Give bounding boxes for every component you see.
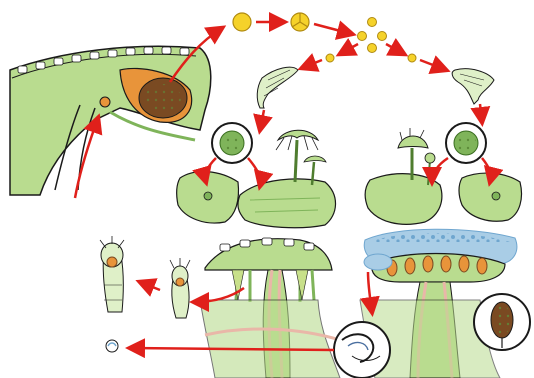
arrow-gemma-left-right — [248, 158, 261, 186]
free-spores — [358, 18, 387, 53]
gemma-cup-left — [212, 123, 252, 163]
arrow-to-female-gametophyte — [260, 110, 264, 130]
sperm-release — [364, 254, 392, 270]
arrow-gemma-right-left — [432, 158, 448, 182]
zygote — [106, 340, 118, 352]
arrow-germinate-left — [302, 60, 322, 68]
arrow-archegonium-mature — [140, 282, 160, 290]
antheridium-inset — [474, 294, 530, 350]
gemma-cup-right — [446, 123, 486, 163]
arrow-to-male-gametophyte — [480, 104, 482, 122]
arrow-to-free-spores — [314, 24, 352, 34]
archegonium-young — [170, 258, 190, 318]
arrow-to-spore-left — [340, 44, 358, 54]
antherozoid-inset — [334, 322, 390, 378]
female-gametophyte — [177, 130, 336, 227]
archegoniophore-section — [200, 238, 340, 378]
archegonium-mature — [100, 236, 124, 312]
arrow-to-spore-right — [386, 44, 404, 54]
arrow-germinate-right — [420, 60, 446, 70]
male-gametophyte — [365, 128, 521, 224]
germinating-spore-left — [257, 54, 334, 108]
